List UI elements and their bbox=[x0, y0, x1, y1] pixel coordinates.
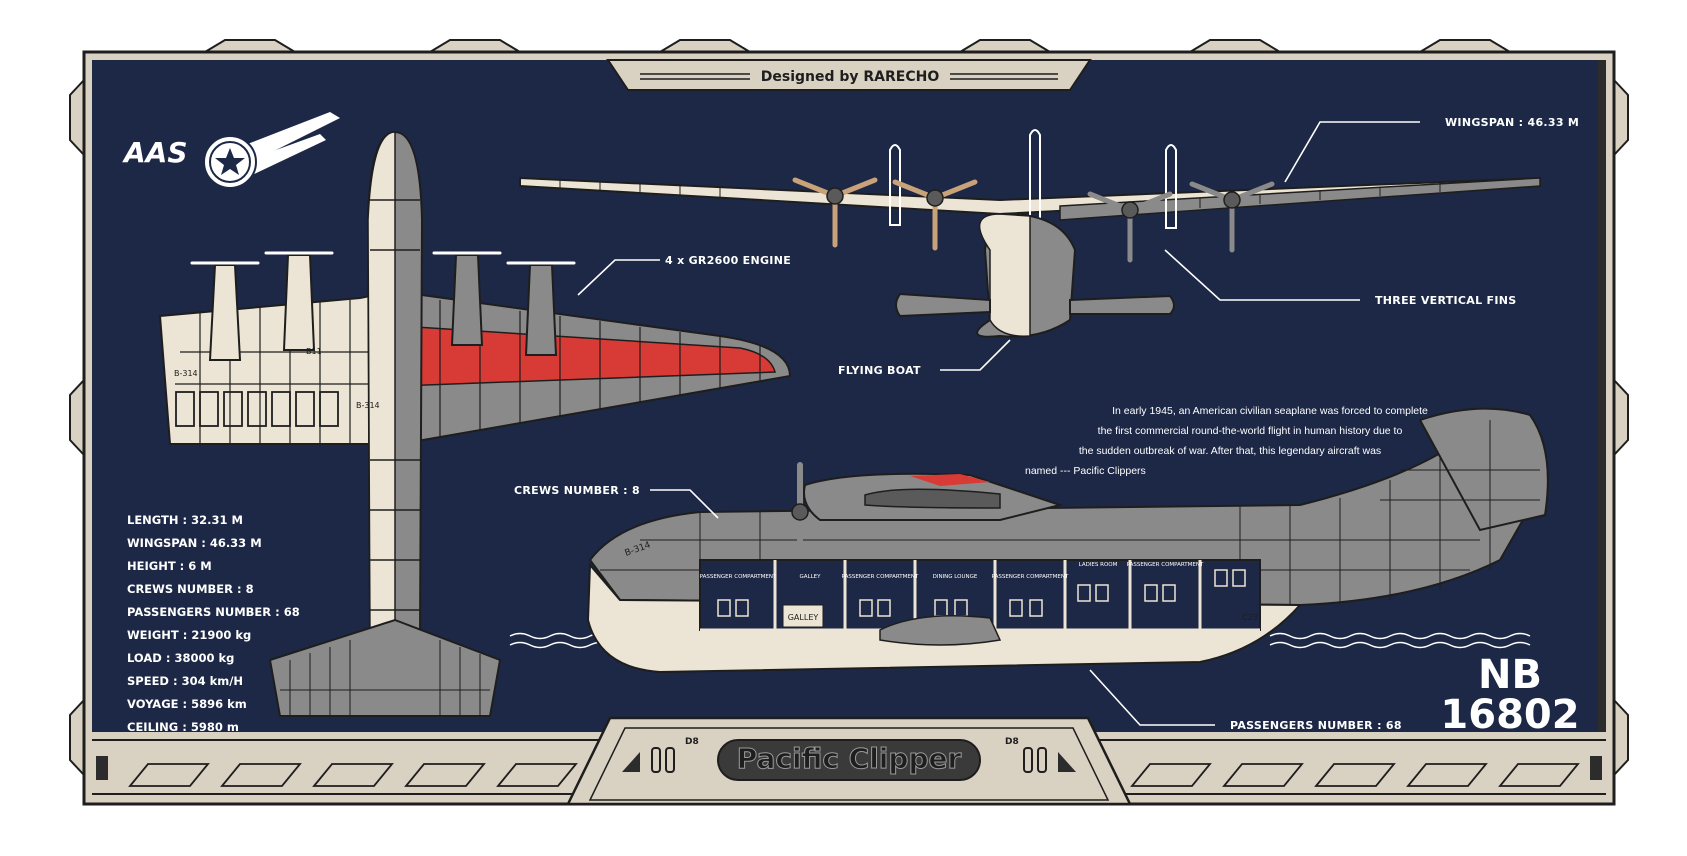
spec-crews: CREWS NUMBER : 8 bbox=[127, 582, 254, 596]
header-plate: Designed by RARECHO bbox=[606, 59, 1092, 91]
spec-load: LOAD : 38000 kg bbox=[127, 651, 234, 665]
aas-logo: AAS bbox=[122, 112, 340, 189]
compartment-label: PASSENGER COMPARTMENT bbox=[842, 574, 919, 580]
spec-weight: WEIGHT : 21900 kg bbox=[127, 628, 251, 642]
callout-flying-boat: FLYING BOAT bbox=[838, 364, 921, 377]
spec-list: LENGTH : 32.31 M WINGSPAN : 46.33 M HEIG… bbox=[127, 513, 300, 734]
spec-wingspan: WINGSPAN : 46.33 M bbox=[127, 536, 262, 550]
spec-voyage: VOYAGE : 5896 km bbox=[127, 697, 247, 711]
title-pill bbox=[717, 739, 981, 781]
designer-credit: Designed by RARECHO bbox=[761, 69, 940, 85]
callout-crews: CREWS NUMBER : 8 bbox=[514, 484, 640, 497]
spec-passengers: PASSENGERS NUMBER : 68 bbox=[127, 605, 300, 619]
top-tail-mark: B-314 bbox=[174, 369, 198, 378]
aircraft-title: Pacific Clipper bbox=[737, 742, 962, 775]
logo-text: AAS bbox=[122, 136, 188, 169]
spec-ceiling: CEILING : 5980 m bbox=[127, 720, 239, 734]
history-line: named --- Pacific Clippers bbox=[1025, 465, 1146, 477]
footer-right-tag: D8 bbox=[1005, 737, 1019, 747]
top-view-aircraft: B-314 B-314 B11 bbox=[158, 130, 792, 717]
compartment-label: PASSENGER COMPARTMENT bbox=[992, 574, 1069, 580]
history-line: In early 1945, an American civilian seap… bbox=[1112, 405, 1428, 417]
cabin-compartment-labels: PASSENGER COMPARTMENT GALLEY PASSENGER C… bbox=[700, 562, 1204, 580]
callout-engine: 4 x GR2600 ENGINE bbox=[665, 254, 791, 267]
star-icon bbox=[215, 148, 245, 175]
wing-accent-red bbox=[399, 325, 776, 387]
top-mid-mark: B-314 bbox=[356, 401, 380, 410]
side-hull-mark: C23 bbox=[1242, 613, 1258, 622]
side-view-aircraft: GALLEY PASSENGER COMPARTMENT GALLEY PASS… bbox=[509, 407, 1549, 674]
registration-line2: 16802 bbox=[1440, 692, 1579, 738]
callout-wingspan: WINGSPAN : 46.33 M bbox=[1445, 116, 1579, 129]
spec-length: LENGTH : 32.31 M bbox=[127, 513, 243, 527]
registration-line1: NB bbox=[1478, 652, 1542, 698]
compartment-label: DINING LOUNGE bbox=[933, 574, 978, 580]
spec-speed: SPEED : 304 km/H bbox=[127, 674, 243, 688]
compartment-label: GALLEY bbox=[800, 574, 822, 580]
registration: NB 16802 bbox=[1440, 652, 1579, 738]
history-line: the first commercial round-the-world fli… bbox=[1098, 425, 1403, 437]
spec-height: HEIGHT : 6 M bbox=[127, 559, 212, 573]
footer-left-tag: D8 bbox=[685, 737, 699, 747]
callout-fins: THREE VERTICAL FINS bbox=[1375, 294, 1517, 307]
callout-passengers: PASSENGERS NUMBER : 68 bbox=[1230, 719, 1402, 732]
history-line: the sudden outbreak of war. After that, … bbox=[1079, 445, 1381, 457]
history-paragraph: In early 1945, an American civilian seap… bbox=[1025, 405, 1428, 477]
compartment-label: PASSENGER COMPARTMENT bbox=[1127, 562, 1204, 568]
top-wing-mark: B11 bbox=[306, 347, 322, 356]
callout-leaders bbox=[577, 121, 1420, 726]
compartment-label: PASSENGER COMPARTMENT bbox=[700, 574, 777, 580]
front-view-aircraft bbox=[519, 129, 1541, 338]
galley-sign: GALLEY bbox=[788, 613, 819, 622]
title-plate: Pacific Clipper D8 D8 bbox=[565, 716, 1133, 806]
compartment-label: LADIES ROOM bbox=[1079, 562, 1118, 568]
